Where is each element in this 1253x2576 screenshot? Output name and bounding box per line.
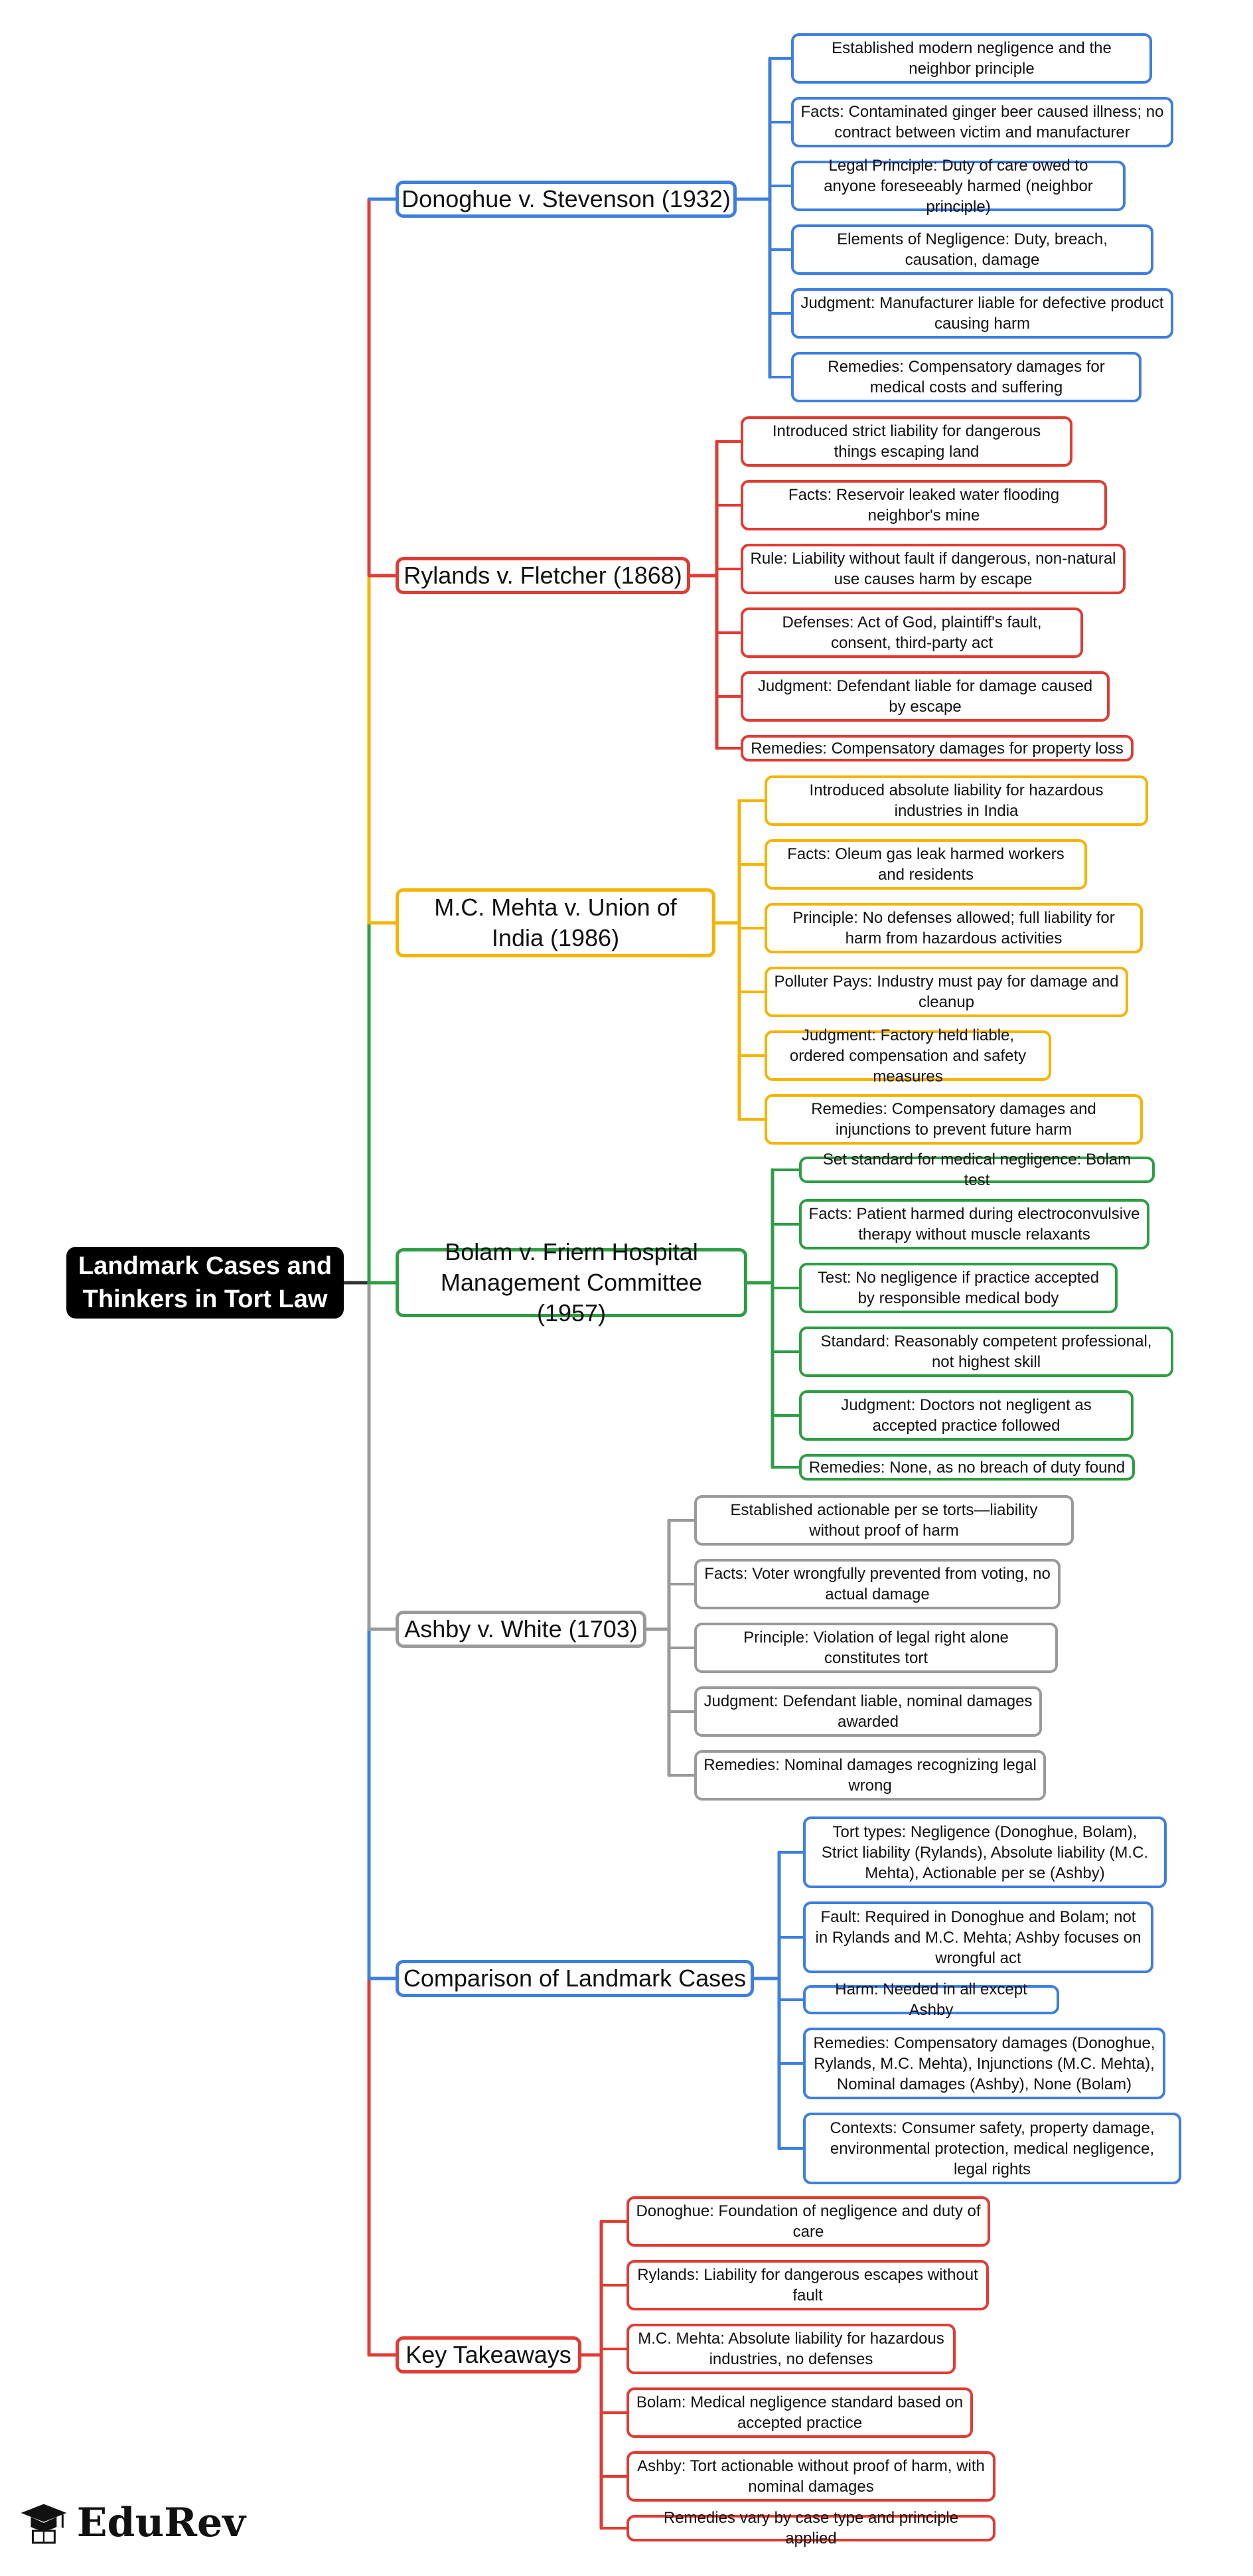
leaf-donoghue-v-stevenson-1932-6[interactable]: Remedies: Compensatory damages for medic… [791,352,1142,402]
leaf-donoghue-v-stevenson-1932-4[interactable]: Elements of Negligence: Duty, breach, ca… [791,224,1153,275]
leaf-comparison-of-landmark-cases-3[interactable]: Harm: Needed in all except Ashby [803,1980,1059,2019]
leaf-comparison-of-landmark-cases-1[interactable]: Tort types: Negligence (Donoghue, Bolam)… [803,1816,1167,1888]
leaf-rylands-v-fletcher-1868-5[interactable]: Judgment: Defendant liable for damage ca… [741,671,1110,722]
leaf-ashby-v-white-1703-1[interactable]: Established actionable per se torts—liab… [694,1495,1074,1546]
graduation-cap-icon [21,2504,67,2544]
leaf-bolam-v-friern-hospital-management-commi-2[interactable]: Facts: Patient harmed during electroconv… [799,1199,1149,1249]
brand-name: EduRev [76,2500,246,2546]
leaf-m-c-mehta-v-union-of-india-1986-1[interactable]: Introduced absolute liability for hazard… [765,775,1148,826]
leaf-ashby-v-white-1703-3[interactable]: Principle: Violation of legal right alon… [694,1623,1058,1673]
leaf-key-takeaways-6[interactable]: Remedies vary by case type and principle… [626,2509,995,2547]
leaf-m-c-mehta-v-union-of-india-1986-4[interactable]: Polluter Pays: Industry must pay for dam… [765,967,1128,1017]
leaf-m-c-mehta-v-union-of-india-1986-3[interactable]: Principle: No defenses allowed; full lia… [765,903,1143,953]
leaf-comparison-of-landmark-cases-5[interactable]: Contexts: Consumer safety, property dama… [803,2113,1181,2184]
edurev-logo: EduRev [20,2493,246,2553]
leaf-rylands-v-fletcher-1868-6[interactable]: Remedies: Compensatory damages for prope… [741,735,1134,762]
branch-key-takeaways[interactable]: Key Takeaways [396,2336,581,2374]
leaf-bolam-v-friern-hospital-management-commi-4[interactable]: Standard: Reasonably competent professio… [799,1327,1173,1377]
leaf-m-c-mehta-v-union-of-india-1986-5[interactable]: Judgment: Factory held liable, ordered c… [765,1026,1051,1086]
leaf-ashby-v-white-1703-2[interactable]: Facts: Voter wrongfully prevented from v… [694,1559,1061,1609]
branch-bolam-v-friern-hospital-management-commi[interactable]: Bolam v. Friern Hospital Management Comm… [396,1238,747,1327]
leaf-key-takeaways-2[interactable]: Rylands: Liability for dangerous escapes… [626,2260,989,2310]
leaf-key-takeaways-4[interactable]: Bolam: Medical negligence standard based… [626,2387,973,2438]
leaf-donoghue-v-stevenson-1932-3[interactable]: Legal Principle: Duty of care owed to an… [791,157,1126,216]
leaf-ashby-v-white-1703-4[interactable]: Judgment: Defendant liable, nominal dama… [694,1686,1042,1737]
leaf-donoghue-v-stevenson-1932-2[interactable]: Facts: Contaminated ginger beer caused i… [791,97,1173,147]
leaf-donoghue-v-stevenson-1932-5[interactable]: Judgment: Manufacturer liable for defect… [791,288,1173,339]
leaf-rylands-v-fletcher-1868-3[interactable]: Rule: Liability without fault if dangero… [741,544,1126,594]
branch-donoghue-v-stevenson-1932[interactable]: Donoghue v. Stevenson (1932) [396,181,737,218]
leaf-donoghue-v-stevenson-1932-1[interactable]: Established modern negligence and the ne… [791,33,1152,84]
leaf-bolam-v-friern-hospital-management-commi-6[interactable]: Remedies: None, as no breach of duty fou… [799,1454,1135,1481]
leaf-key-takeaways-3[interactable]: M.C. Mehta: Absolute liability for hazar… [626,2324,956,2374]
leaf-key-takeaways-5[interactable]: Ashby: Tort actionable without proof of … [626,2451,995,2502]
leaf-m-c-mehta-v-union-of-india-1986-2[interactable]: Facts: Oleum gas leak harmed workers and… [765,839,1087,890]
leaf-ashby-v-white-1703-5[interactable]: Remedies: Nominal damages recognizing le… [694,1750,1046,1801]
branch-rylands-v-fletcher-1868[interactable]: Rylands v. Fletcher (1868) [396,557,690,594]
leaf-rylands-v-fletcher-1868-4[interactable]: Defenses: Act of God, plaintiff's fault,… [741,607,1083,658]
root-node: Landmark Cases and Thinkers in Tort Law [66,1247,344,1319]
leaf-m-c-mehta-v-union-of-india-1986-6[interactable]: Remedies: Compensatory damages and injun… [765,1094,1143,1145]
branch-ashby-v-white-1703[interactable]: Ashby v. White (1703) [396,1611,646,1648]
leaf-rylands-v-fletcher-1868-2[interactable]: Facts: Reservoir leaked water flooding n… [741,480,1107,530]
leaf-rylands-v-fletcher-1868-1[interactable]: Introduced strict liability for dangerou… [741,416,1072,467]
branch-comparison-of-landmark-cases[interactable]: Comparison of Landmark Cases [396,1960,754,1997]
leaf-comparison-of-landmark-cases-2[interactable]: Fault: Required in Donoghue and Bolam; n… [803,1901,1153,1973]
leaf-bolam-v-friern-hospital-management-commi-3[interactable]: Test: No negligence if practice accepted… [799,1263,1118,1313]
branch-m-c-mehta-v-union-of-india-1986[interactable]: M.C. Mehta v. Union of India (1986) [396,888,715,957]
leaf-bolam-v-friern-hospital-management-commi-1[interactable]: Set standard for medical negligence: Bol… [799,1151,1155,1189]
leaf-comparison-of-landmark-cases-4[interactable]: Remedies: Compensatory damages (Donoghue… [803,2028,1165,2099]
leaf-key-takeaways-1[interactable]: Donoghue: Foundation of negligence and d… [626,2196,990,2247]
leaf-bolam-v-friern-hospital-management-commi-5[interactable]: Judgment: Doctors not negligent as accep… [799,1390,1134,1441]
